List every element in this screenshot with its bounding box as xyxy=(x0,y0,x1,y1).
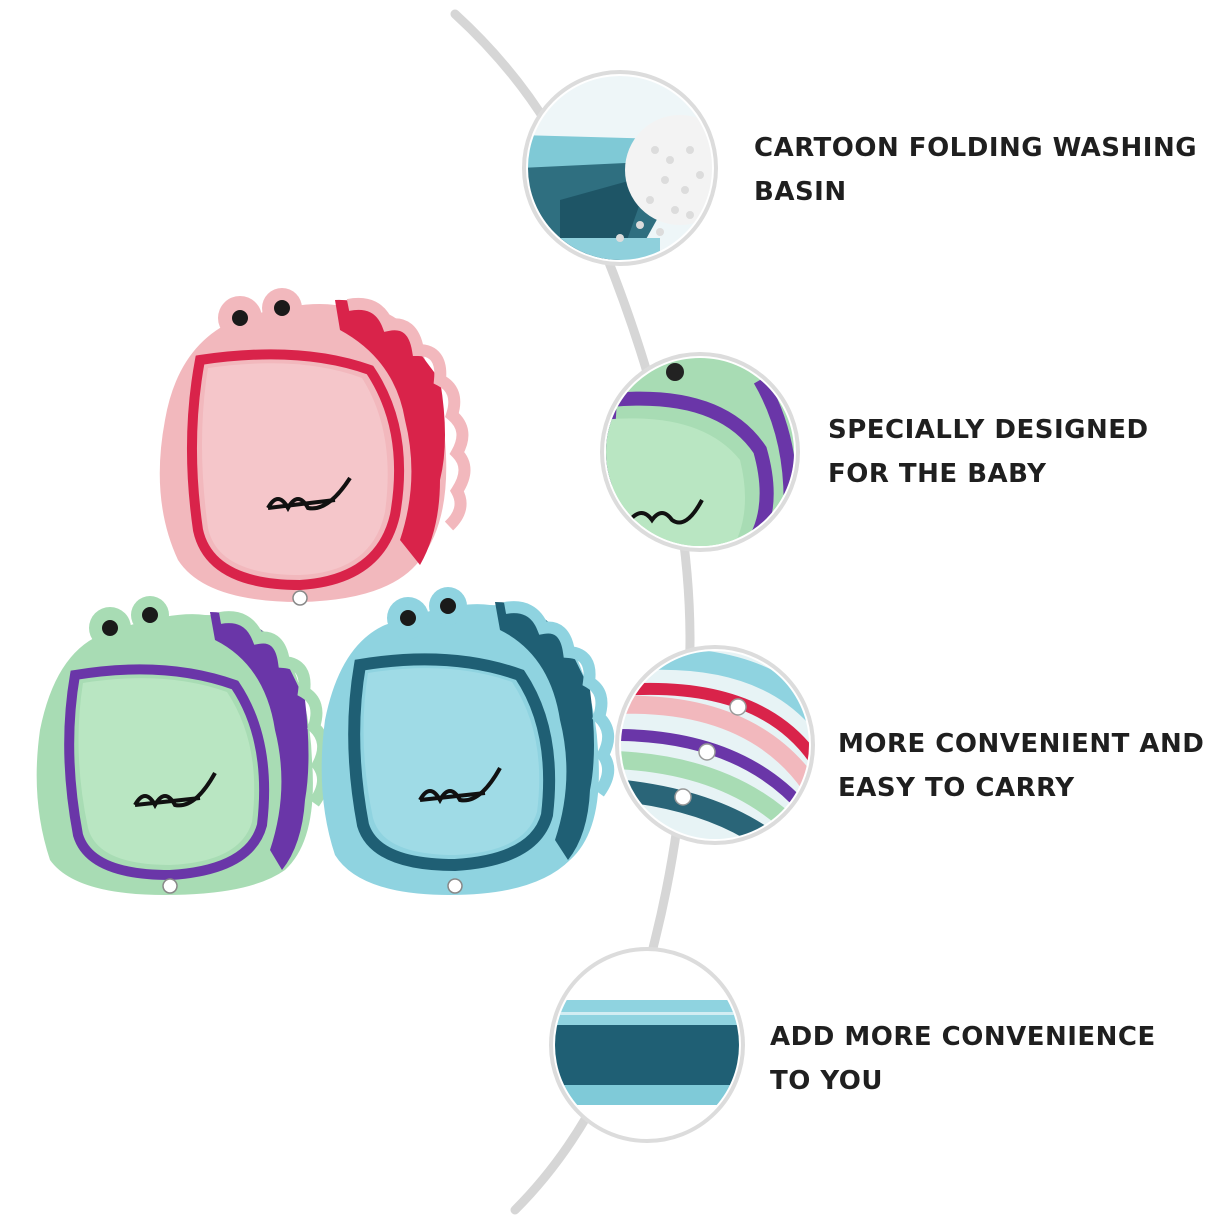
detail-circle-1 xyxy=(522,70,718,266)
feature-1-line-1: CARTOON FOLDING WASHING xyxy=(754,133,1198,163)
feature-3-line-1: MORE CONVENIENT AND xyxy=(838,729,1205,759)
feature-2-line-1: SPECIALLY DESIGNED xyxy=(828,415,1149,445)
pink-basin-image xyxy=(159,288,471,606)
blue-basin-image xyxy=(321,587,615,895)
feature-text-3: MORE CONVENIENT AND EASY TO CARRY xyxy=(838,722,1204,810)
feature-text-2: SPECIALLY DESIGNED FOR THE BABY xyxy=(828,408,1149,496)
feature-2-line-2: FOR THE BABY xyxy=(828,459,1047,489)
detail-circle-2 xyxy=(600,352,800,552)
feature-text-4: ADD MORE CONVENIENCE TO YOU xyxy=(770,1015,1156,1103)
green-basin-image xyxy=(36,596,330,895)
detail-circle-3 xyxy=(615,645,815,845)
feature-3-line-2: EASY TO CARRY xyxy=(838,773,1075,803)
feature-4-line-1: ADD MORE CONVENIENCE xyxy=(770,1022,1156,1052)
detail-circle-4 xyxy=(549,947,745,1143)
feature-4-line-2: TO YOU xyxy=(770,1066,884,1096)
feature-text-1: CARTOON FOLDING WASHING BASIN xyxy=(754,126,1197,214)
feature-1-line-2: BASIN xyxy=(754,177,847,207)
